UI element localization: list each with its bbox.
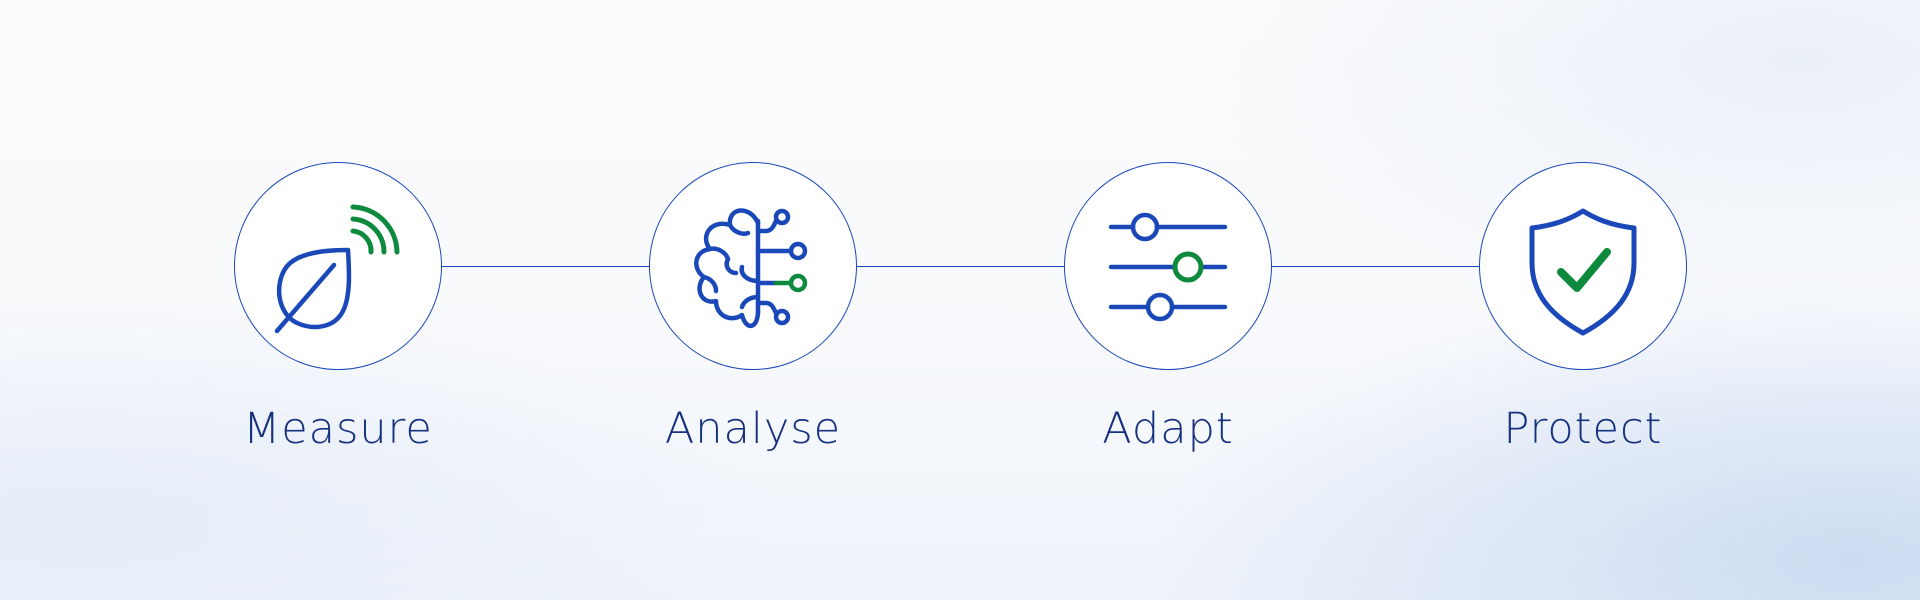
brain-circuit-icon xyxy=(694,208,808,328)
connector-line-3 xyxy=(1272,266,1480,267)
step-adapt: Adapt xyxy=(1064,162,1272,454)
step-label-measure: Measure xyxy=(243,404,433,454)
step-circle xyxy=(1479,162,1687,370)
sliders-icon xyxy=(1108,212,1228,322)
step-label-analyse: Analyse xyxy=(664,404,842,454)
step-label-adapt: Adapt xyxy=(1102,404,1234,454)
shield-check-icon xyxy=(1529,208,1637,336)
step-label-protect: Protect xyxy=(1503,404,1663,454)
step-measure: Measure xyxy=(234,162,442,454)
connector-line-1 xyxy=(442,266,650,267)
leaf-signal-icon xyxy=(274,204,400,334)
connector-line-2 xyxy=(857,266,1065,267)
step-circle xyxy=(649,162,857,370)
step-circle xyxy=(234,162,442,370)
step-circle xyxy=(1064,162,1272,370)
step-protect: Protect xyxy=(1479,162,1687,454)
step-analyse: Analyse xyxy=(649,162,857,454)
